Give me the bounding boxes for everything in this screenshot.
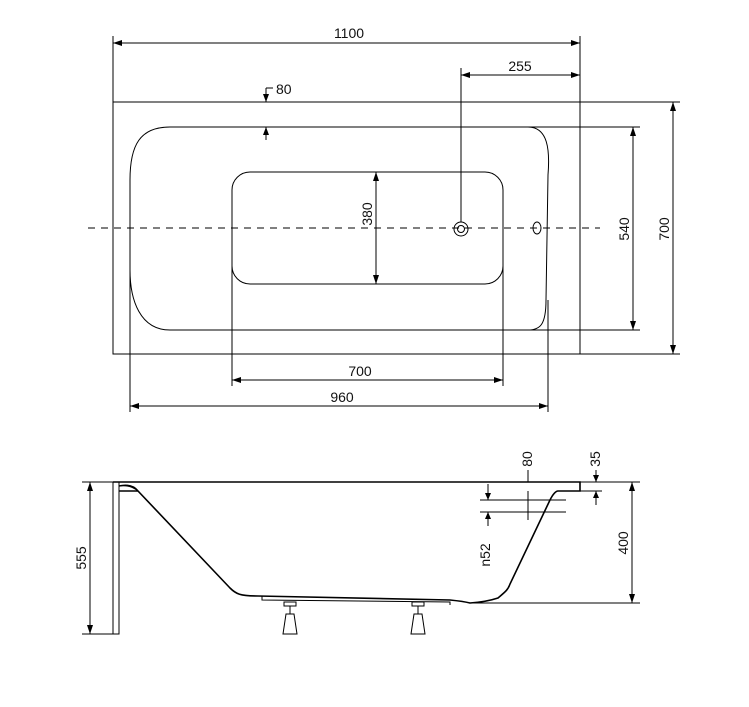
leg-left	[282, 601, 298, 635]
dim-rim-80: 80	[519, 451, 535, 467]
drain-icon	[453, 221, 469, 237]
dim-drain-offset: 255	[508, 58, 532, 74]
dim-depth: 400	[615, 531, 631, 555]
basin-outline	[129, 126, 550, 331]
overflow-icon	[532, 221, 542, 235]
tub-profile	[118, 484, 559, 604]
dim-total-width: 700	[656, 217, 672, 241]
side-view: 555 80 35 n52 400	[73, 451, 640, 635]
dim-basin-width: 540	[616, 217, 632, 241]
dim-basin-length: 960	[330, 389, 354, 405]
dim-height: 555	[73, 546, 89, 570]
dim-overflow: n52	[477, 543, 493, 567]
dim-inner-width: 380	[359, 202, 375, 226]
apron-panel	[112, 481, 120, 635]
leg-right	[410, 601, 426, 635]
dim-length: 1100	[334, 25, 364, 41]
dim-rim: 80	[276, 81, 292, 97]
dim-rim-35: 35	[587, 451, 603, 467]
rim-outline	[113, 481, 581, 492]
tub-outline	[112, 101, 581, 355]
top-view: 1100 255 80 380 540 700 700	[88, 25, 680, 412]
dim-inner-length: 700	[348, 363, 372, 379]
